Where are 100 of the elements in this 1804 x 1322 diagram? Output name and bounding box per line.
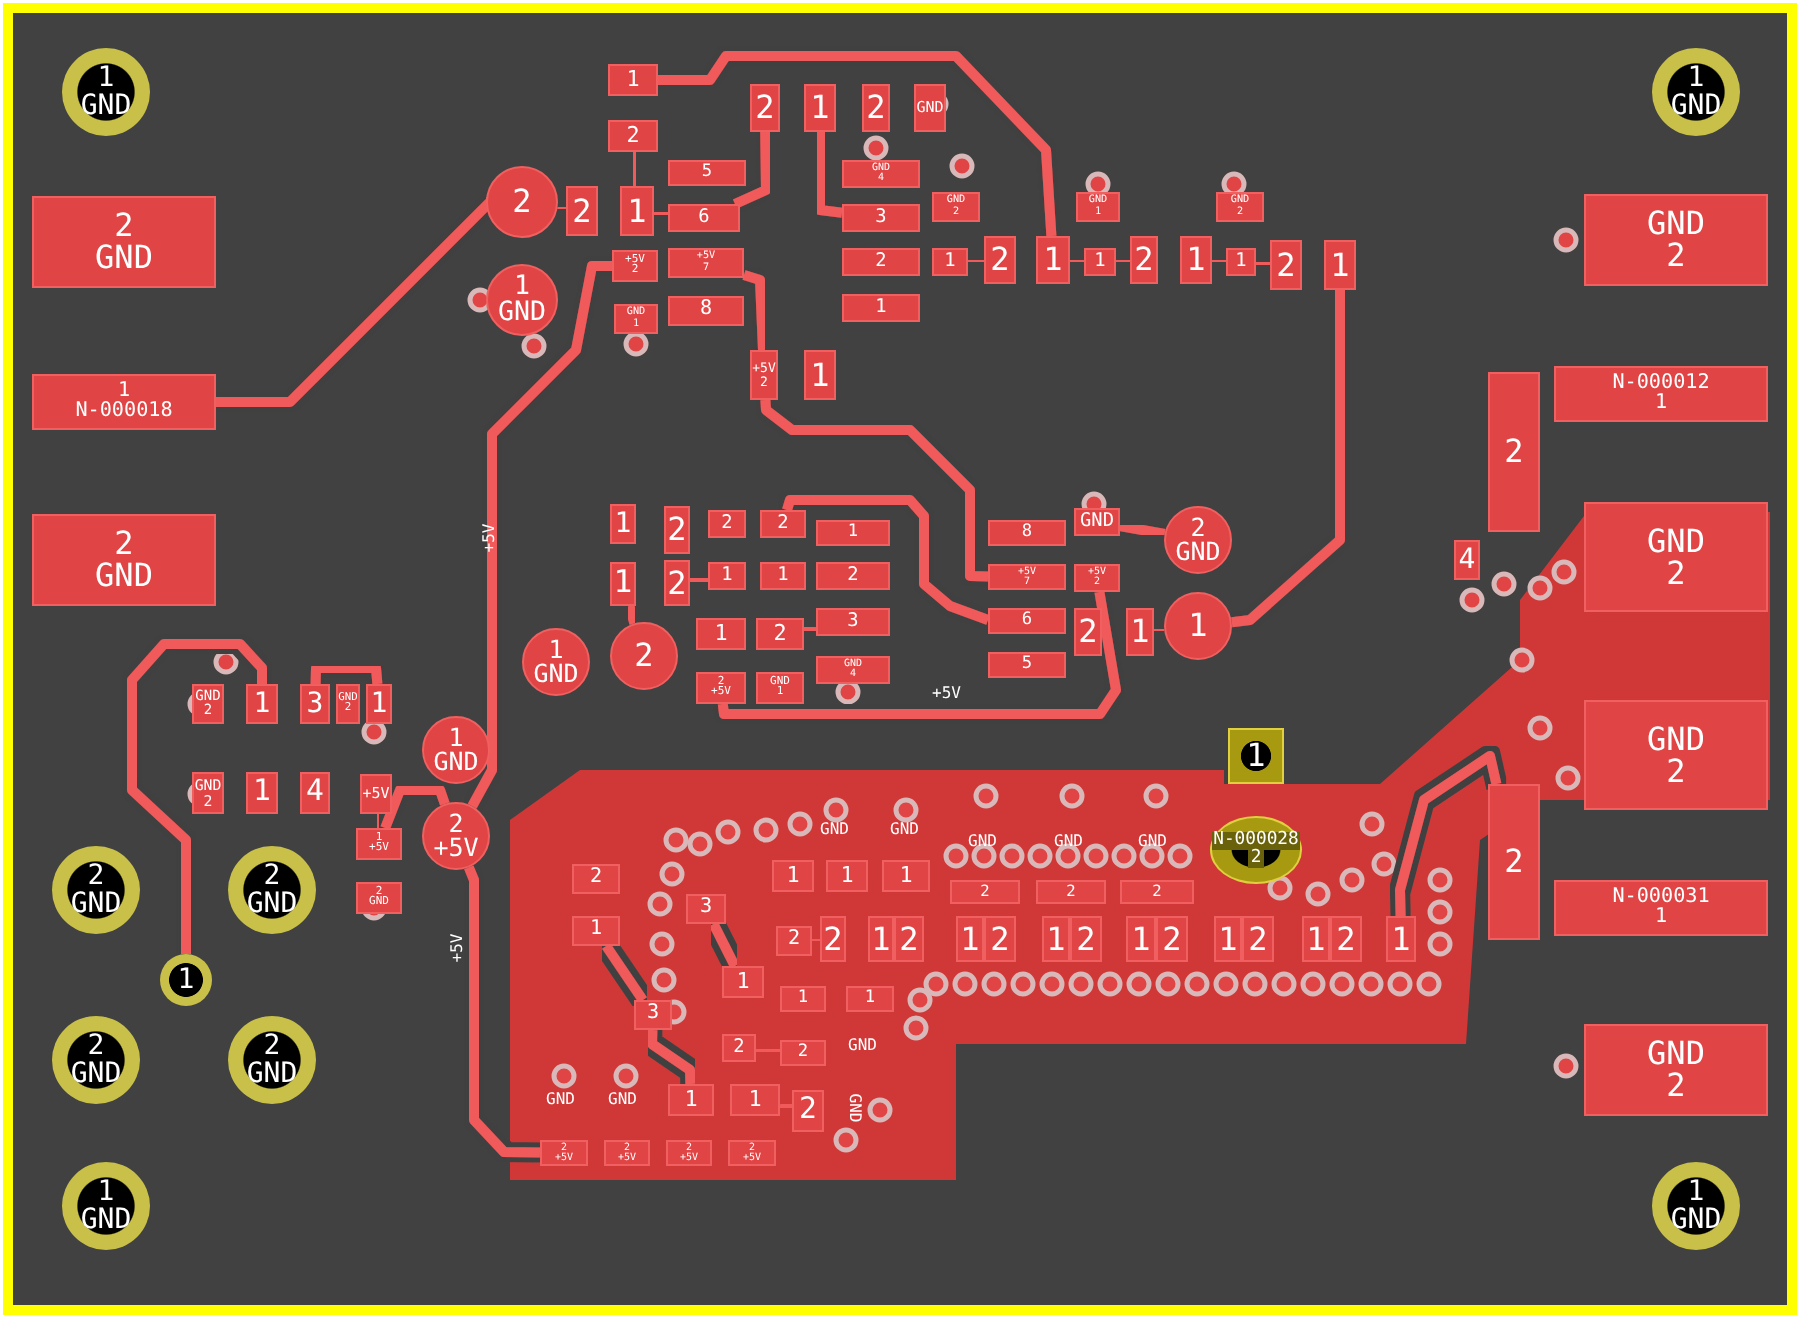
pad-label: 1 xyxy=(748,1089,762,1111)
smd-pad xyxy=(300,684,330,724)
pad-label: 2 xyxy=(572,195,592,227)
pad-label: 2 xyxy=(87,1032,105,1060)
pad-label: 3 xyxy=(306,690,324,718)
pad-label: 2 xyxy=(1666,1070,1686,1102)
smd-pad xyxy=(780,1040,826,1066)
smd-pad xyxy=(780,986,826,1012)
smd-pad xyxy=(1214,916,1242,962)
smd-pad xyxy=(932,192,980,222)
pad-label: 2 xyxy=(1276,249,1296,281)
smd-pad xyxy=(668,1084,714,1116)
smd-pad xyxy=(816,608,890,636)
smd-pad xyxy=(846,986,894,1012)
copper-trace xyxy=(811,934,821,945)
copper-trace xyxy=(782,495,993,625)
copper-trace xyxy=(746,519,760,529)
smd-pad xyxy=(1074,608,1102,656)
smd-pad xyxy=(566,186,598,236)
copper-trace xyxy=(967,255,985,267)
pad-label: GND xyxy=(70,1060,122,1088)
smd-pad xyxy=(988,564,1066,590)
smd-pad xyxy=(868,916,894,962)
smd-pad xyxy=(1584,502,1768,612)
pad-label: 1 xyxy=(253,690,271,718)
smd-pad xyxy=(894,916,924,962)
smd-pad xyxy=(756,618,804,650)
pad-label: 2 xyxy=(1248,923,1268,955)
pad-label: 1 xyxy=(1246,740,1266,772)
copper-trace xyxy=(755,1044,781,1057)
pad-label: 8 xyxy=(1021,524,1033,542)
smd-pad xyxy=(1488,372,1540,532)
pad-label: 1 xyxy=(1330,249,1350,281)
pad-label: 1 xyxy=(1687,64,1705,92)
smd-pad xyxy=(668,296,744,326)
smd-pad xyxy=(664,560,690,606)
pad-label: 1 xyxy=(840,865,854,887)
pad-label: 8 xyxy=(699,300,713,322)
copper-trace xyxy=(1395,751,1502,917)
pad-label: 1 xyxy=(786,865,800,887)
pad-label: 2 xyxy=(263,862,281,890)
pad-label: 2 xyxy=(1666,755,1686,787)
pad-label: 1 xyxy=(626,69,640,91)
copper-trace xyxy=(836,103,862,113)
net-label: GND xyxy=(1138,834,1167,850)
net-label: GND xyxy=(820,822,849,838)
pad-label: 1 xyxy=(1306,923,1326,955)
pad-label: 2 xyxy=(1190,515,1206,540)
net-label: GND xyxy=(968,834,997,850)
smd-pad xyxy=(336,684,360,724)
smd-pad xyxy=(760,562,806,590)
pad-label: N-000028 xyxy=(1211,832,1301,850)
smd-pad xyxy=(32,514,216,606)
smd-pad xyxy=(842,294,920,322)
smd-pad xyxy=(750,84,780,132)
smd-pad xyxy=(988,520,1066,546)
smd-pad xyxy=(686,894,726,924)
copper-trace xyxy=(1119,521,1166,539)
smd-pad xyxy=(816,656,890,684)
pad-label: 1 xyxy=(1130,616,1150,648)
smd-pad xyxy=(356,828,402,860)
copper-trace xyxy=(556,202,567,214)
pad-label: 2 xyxy=(773,623,787,645)
net-label: +5V xyxy=(932,686,961,702)
pad-label: 1 xyxy=(1235,252,1247,272)
net-label: GND xyxy=(890,822,919,838)
net-label: GND xyxy=(1054,834,1083,850)
pad-label: 2 xyxy=(899,923,919,955)
pad-label: GND xyxy=(80,1206,132,1234)
pad-label: 1 xyxy=(177,966,195,994)
pad-label: 2 xyxy=(512,186,532,218)
smd-pad xyxy=(1130,236,1158,284)
copper-trace xyxy=(1115,255,1131,267)
smd-pad xyxy=(914,84,946,132)
pad-label: 1 xyxy=(1654,908,1668,929)
net-label: GND xyxy=(848,1038,877,1054)
pad-label: GND xyxy=(80,92,132,120)
pad-label: GND xyxy=(1647,208,1705,240)
copper-trace xyxy=(1231,290,1345,628)
copper-trace xyxy=(658,51,1057,237)
smd-pad xyxy=(1270,240,1302,290)
pad-label: 1 xyxy=(797,990,809,1008)
copper-trace xyxy=(1211,255,1227,267)
pad-label: 1 xyxy=(548,637,564,662)
smd-pad xyxy=(1074,508,1120,536)
pad-label: 2 xyxy=(1248,850,1264,868)
net-label: +5V xyxy=(450,933,467,963)
smd-pad xyxy=(984,236,1016,284)
pad-label: 2 xyxy=(823,923,843,955)
smd-pad xyxy=(1070,916,1102,962)
copper-trace xyxy=(689,573,709,587)
copper-trace xyxy=(746,571,760,581)
pad-label: GND xyxy=(1080,512,1114,532)
net-label: GND xyxy=(546,1092,575,1108)
smd-pad xyxy=(614,304,658,334)
pad-label: 1 xyxy=(627,195,647,227)
smd-pad xyxy=(756,672,804,704)
smd-pad xyxy=(772,860,814,892)
pad-label: 2 xyxy=(866,92,886,124)
copper-trace xyxy=(742,270,768,351)
